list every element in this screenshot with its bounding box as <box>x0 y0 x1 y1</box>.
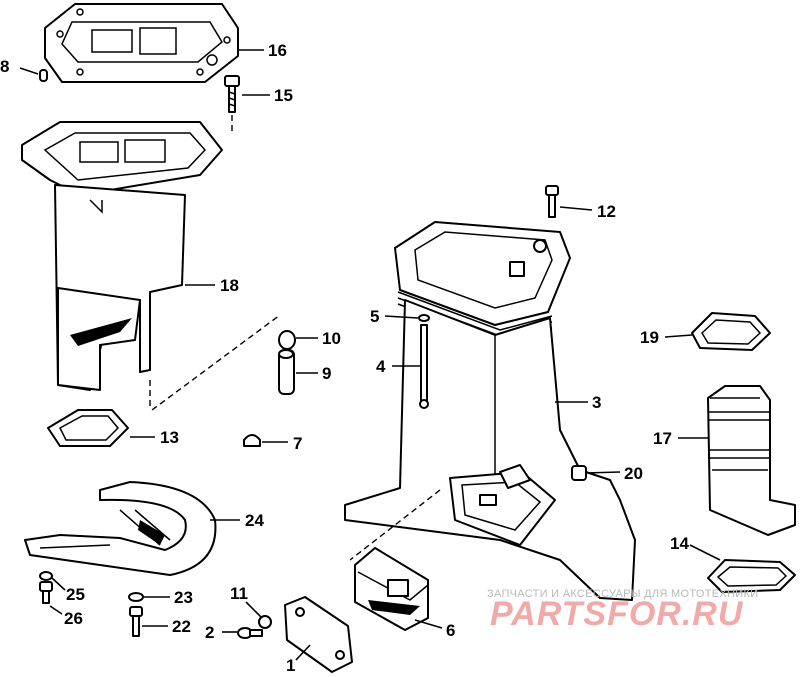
watermark-logo: PARTSFOR.RU <box>490 595 744 633</box>
part-10-cap <box>278 330 296 350</box>
part-26-bolt <box>39 581 53 604</box>
part-16-gasket <box>44 3 239 83</box>
part-22-bolt <box>129 606 143 637</box>
leader-6 <box>414 619 443 629</box>
leader-14 <box>689 544 721 561</box>
watermark-tagline: ЗАПЧАСТИ И АКСЕССУАРЫ ДЛЯ МОТОТЕХНИКИ <box>487 588 758 600</box>
callout-15: 15 <box>274 86 293 105</box>
callout-4: 4 <box>376 357 386 376</box>
callout-9: 9 <box>322 364 331 383</box>
part-2-screw <box>237 627 263 639</box>
dash-line-18 <box>149 314 281 411</box>
leader-26 <box>49 605 63 615</box>
callout-13: 13 <box>160 428 179 447</box>
callout-19: 19 <box>640 328 659 347</box>
callout-18: 18 <box>220 276 239 295</box>
callout-22: 22 <box>172 617 191 636</box>
part-9-tube <box>278 349 295 395</box>
leader-1 <box>295 644 311 661</box>
part-13-seal <box>47 409 129 447</box>
part-8-pin <box>39 69 48 82</box>
callout-25: 25 <box>66 585 85 604</box>
part-20-grommet <box>571 465 587 481</box>
dash-line-6 <box>349 489 441 561</box>
part-15-bolt <box>224 75 240 113</box>
callout-11: 11 <box>230 584 248 603</box>
part-5-washer <box>418 314 430 322</box>
leader-5 <box>384 315 419 319</box>
part-11-washer <box>258 615 272 629</box>
callout-10: 10 <box>322 329 341 348</box>
part-24-plate <box>24 481 217 576</box>
part-4-stud <box>419 324 429 409</box>
callout-12: 12 <box>597 202 616 221</box>
part-12-bolt <box>545 185 559 218</box>
callout-5: 5 <box>370 307 379 326</box>
callout-8: 8 <box>0 57 9 76</box>
part-3-main-housing <box>344 221 636 601</box>
part-23-nut <box>128 592 144 602</box>
part-14-seal <box>707 559 796 593</box>
leader-11 <box>245 601 263 619</box>
part-7-plug <box>243 434 261 447</box>
callout-17: 17 <box>653 429 672 448</box>
callout-6: 6 <box>446 621 455 640</box>
part-25-washer <box>39 571 53 581</box>
callout-20: 20 <box>624 464 643 483</box>
leader-12 <box>559 206 593 211</box>
part-19-seal <box>691 312 771 351</box>
callout-24: 24 <box>245 511 264 530</box>
callout-26: 26 <box>64 609 83 628</box>
leader-19 <box>664 334 693 338</box>
callout-3: 3 <box>592 393 601 412</box>
callout-7: 7 <box>293 434 302 453</box>
leader-20 <box>584 471 621 474</box>
callout-23: 23 <box>174 588 193 607</box>
part-1-cover <box>284 596 353 673</box>
part-18-upper-housing <box>21 121 223 391</box>
callout-2: 2 <box>205 623 214 642</box>
part-6-mount <box>354 547 429 631</box>
callout-14: 14 <box>670 534 689 553</box>
leader-8 <box>19 67 39 75</box>
callout-16: 16 <box>268 41 287 60</box>
part-17-exhaust-boot <box>707 385 796 536</box>
leader-25 <box>51 577 66 591</box>
callout-1: 1 <box>286 656 295 675</box>
